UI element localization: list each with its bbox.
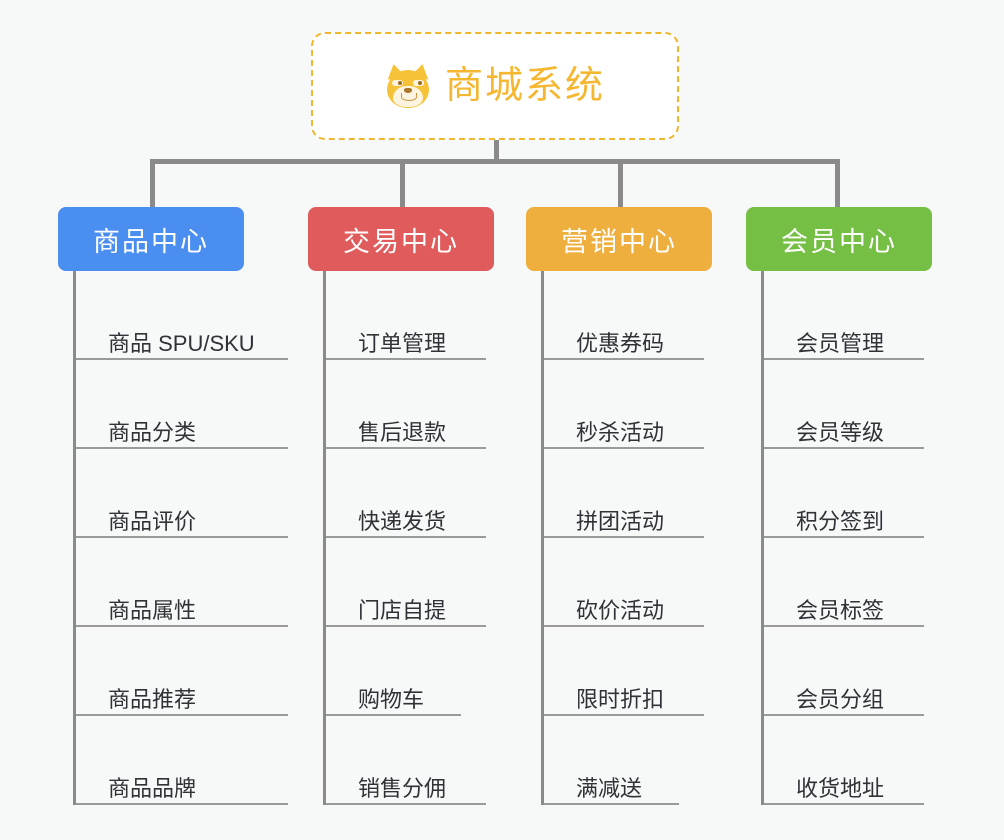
list-item[interactable]: 秒杀活动 [544, 360, 704, 449]
list-item[interactable]: 拼团活动 [544, 449, 704, 538]
leaf-label: 商品属性 [108, 597, 197, 623]
root-title: 商城系统 [444, 65, 605, 107]
branch-column-yingxiao: 营销中心 优惠券码 秒杀活动 拼团活动 砍价活动 限时折扣 满减送 [526, 207, 712, 805]
connector-drop-4 [835, 159, 840, 209]
leaf-label: 积分签到 [796, 508, 885, 534]
list-item[interactable]: 商品属性 [76, 538, 288, 627]
leaf-label: 销售分佣 [358, 775, 447, 801]
list-item[interactable]: 销售分佣 [326, 716, 486, 805]
leaf-label: 会员等级 [796, 419, 885, 445]
leaf-label: 商品推荐 [108, 686, 197, 712]
branch-column-huiyuan: 会员中心 会员管理 会员等级 积分签到 会员标签 会员分组 收货地址 [746, 207, 932, 805]
leaf-label: 拼团活动 [576, 508, 665, 534]
list-item[interactable]: 门店自提 [326, 538, 486, 627]
leaf-label: 售后退款 [358, 419, 447, 445]
list-item[interactable]: 限时折扣 [544, 627, 704, 716]
list-item[interactable]: 收货地址 [764, 716, 924, 805]
leaf-label: 购物车 [358, 686, 425, 712]
list-item[interactable]: 会员管理 [764, 271, 924, 360]
list-item[interactable]: 砍价活动 [544, 538, 704, 627]
branch-title: 营销中心 [561, 226, 677, 257]
leaf-label: 会员分组 [796, 686, 885, 712]
leaf-label: 满减送 [576, 775, 643, 801]
list-item[interactable]: 会员等级 [764, 360, 924, 449]
leaf-label: 门店自提 [358, 597, 447, 623]
list-item[interactable]: 优惠券码 [544, 271, 704, 360]
list-item[interactable]: 会员标签 [764, 538, 924, 627]
leaf-label: 优惠券码 [576, 330, 665, 356]
branch-column-shangpin: 商品中心 商品 SPU/SKU 商品分类 商品评价 商品属性 商品推荐 商品品牌 [58, 207, 288, 805]
branch-items-huiyuan: 会员管理 会员等级 积分签到 会员标签 会员分组 收货地址 [761, 271, 924, 805]
list-item[interactable]: 快递发货 [326, 449, 486, 538]
branch-title: 会员中心 [781, 226, 897, 257]
branch-items-yingxiao: 优惠券码 秒杀活动 拼团活动 砍价活动 限时折扣 满减送 [541, 271, 704, 805]
branch-items-shangpin: 商品 SPU/SKU 商品分类 商品评价 商品属性 商品推荐 商品品牌 [73, 271, 288, 805]
leaf-label: 商品评价 [108, 508, 197, 534]
connector-root-stem [494, 140, 499, 162]
list-item[interactable]: 商品品牌 [76, 716, 288, 805]
branch-items-jiaoyi: 订单管理 售后退款 快递发货 门店自提 购物车 销售分佣 [323, 271, 486, 805]
root-node[interactable]: 商城系统 [311, 32, 679, 140]
branch-title: 商品中心 [93, 226, 209, 257]
list-item[interactable]: 订单管理 [326, 271, 486, 360]
leaf-label: 商品 SPU/SKU [108, 330, 255, 356]
leaf-label: 快递发货 [358, 508, 447, 534]
branch-header-yingxiao[interactable]: 营销中心 [526, 207, 712, 271]
leaf-label: 收货地址 [796, 775, 885, 801]
connector-horizontal-bus [150, 159, 840, 164]
connector-drop-1 [150, 159, 155, 209]
branch-title: 交易中心 [343, 226, 459, 257]
leaf-label: 会员标签 [796, 597, 885, 623]
list-item[interactable]: 满减送 [544, 716, 679, 805]
list-item[interactable]: 售后退款 [326, 360, 486, 449]
list-item[interactable]: 积分签到 [764, 449, 924, 538]
branch-header-shangpin[interactable]: 商品中心 [58, 207, 244, 271]
branch-column-jiaoyi: 交易中心 订单管理 售后退款 快递发货 门店自提 购物车 销售分佣 [308, 207, 494, 805]
branch-header-huiyuan[interactable]: 会员中心 [746, 207, 932, 271]
leaf-label: 商品分类 [108, 419, 197, 445]
list-item[interactable]: 购物车 [326, 627, 461, 716]
leaf-label: 秒杀活动 [576, 419, 665, 445]
leaf-label: 限时折扣 [576, 686, 665, 712]
leaf-label: 商品品牌 [108, 775, 197, 801]
shiba-dog-icon [384, 62, 432, 108]
leaf-label: 砍价活动 [576, 597, 665, 623]
list-item[interactable]: 商品评价 [76, 449, 288, 538]
list-item[interactable]: 商品 SPU/SKU [76, 271, 288, 360]
list-item[interactable]: 商品推荐 [76, 627, 288, 716]
leaf-label: 会员管理 [796, 330, 885, 356]
leaf-label: 订单管理 [358, 330, 447, 356]
list-item[interactable]: 商品分类 [76, 360, 288, 449]
connector-drop-2 [400, 159, 405, 209]
branch-header-jiaoyi[interactable]: 交易中心 [308, 207, 494, 271]
connector-drop-3 [618, 159, 623, 209]
list-item[interactable]: 会员分组 [764, 627, 924, 716]
